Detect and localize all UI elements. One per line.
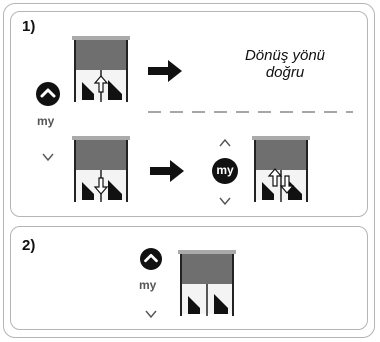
my-label: my (37, 114, 55, 128)
direction-caption: Dönüş yönü doğru (210, 47, 360, 81)
right-arrow-icon (148, 60, 182, 82)
caption-line-2: doğru (265, 64, 305, 81)
shade-closed-down-icon (72, 136, 130, 202)
shade-icon (178, 250, 236, 316)
my-button[interactable] (212, 158, 238, 184)
my-button-label: my (216, 163, 234, 177)
step-2-number: 2) (22, 237, 36, 254)
up-button-icon[interactable] (140, 248, 162, 270)
my-label: my (139, 278, 157, 292)
up-button-icon[interactable] (36, 82, 60, 106)
down-chevron-icon[interactable] (145, 309, 157, 319)
down-chevron-icon[interactable] (42, 152, 54, 162)
caption-line-1: Dönüş yönü (244, 47, 326, 64)
step-1-number: 1) (22, 18, 36, 35)
right-arrow-icon (150, 160, 184, 182)
dashed-divider (148, 111, 353, 113)
down-chevron-icon[interactable] (219, 196, 231, 206)
shade-up-down-icon (252, 136, 310, 202)
step-1-panel (10, 11, 368, 217)
up-chevron-icon[interactable] (219, 138, 231, 148)
shade-open-up-icon (72, 36, 130, 102)
diagram-frame (3, 3, 375, 338)
